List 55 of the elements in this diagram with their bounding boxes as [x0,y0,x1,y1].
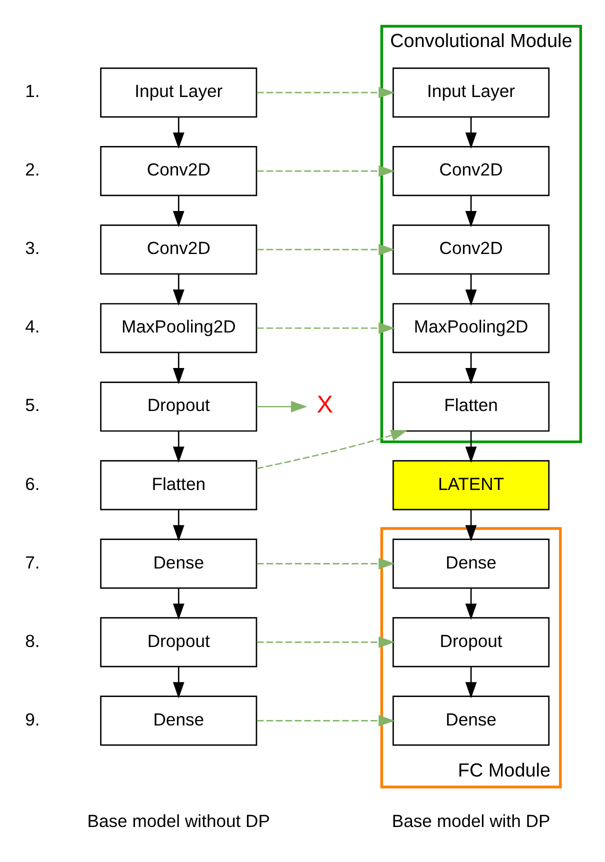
node-box: Dense [392,696,550,746]
node-box: Input Layer [100,68,258,118]
node-box: Dropout [392,617,550,668]
node-box: LATENT [392,460,550,510]
label: 1. [25,81,40,102]
arrow [465,431,477,463]
node-box: Input Layer [392,68,550,118]
node-box: Dense [100,538,258,589]
arrow [172,352,184,384]
arrow [256,165,395,177]
arrow [465,117,477,149]
arrow [465,196,477,228]
node-box: Conv2D [100,224,258,275]
arrow [256,86,395,98]
node-box: MaxPooling2D [100,303,258,354]
arrow [256,430,408,470]
arrow [256,558,395,570]
node-box: MaxPooling2D [392,303,550,354]
node-box: Dropout [100,617,258,668]
node-box: Conv2D [392,146,550,196]
node-box: Dense [392,538,550,589]
arrow [172,510,184,542]
label: Base model without DP [87,810,270,831]
arrow [172,666,184,698]
node-box: Conv2D [392,224,550,275]
label: 3. [25,238,40,258]
arrow [465,274,477,306]
arrow [172,274,184,306]
label: 4. [25,316,40,337]
label: 9. [25,709,40,730]
arrow [465,588,477,620]
arrow [465,510,477,542]
arrow [172,117,184,149]
arrow [465,352,477,384]
node-box: Conv2D [100,146,258,196]
arrow [172,196,184,228]
label: 8. [25,630,40,651]
arrow [172,588,184,620]
arrow [465,666,477,698]
label: 5. [25,395,40,416]
node-text: X [316,392,333,419]
label: Base model with DP [392,810,550,831]
arrow [256,322,395,334]
label: 6. [25,474,40,494]
label: 7. [25,552,40,572]
arrow [256,400,308,412]
node-box: Flatten [100,460,258,510]
arrow [256,636,395,648]
arrow [172,431,184,463]
arrow [256,715,395,726]
label: 2. [25,160,40,180]
node-box: Dropout [100,382,258,432]
arrow [256,244,395,256]
node-box: Dense [100,696,258,746]
node-box: Flatten [392,382,550,432]
